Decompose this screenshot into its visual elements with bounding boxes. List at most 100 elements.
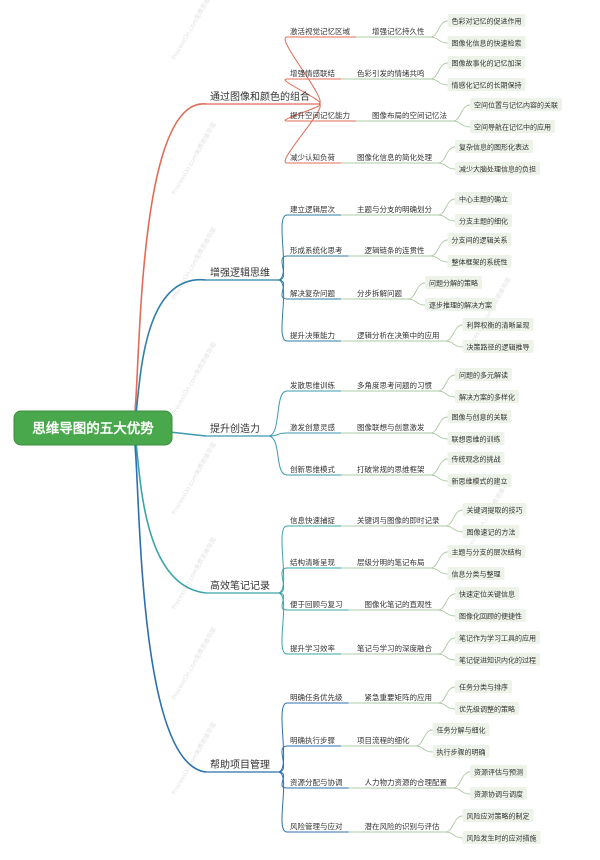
sub-label: 图像化笔记的直观性 [365, 599, 433, 609]
watermark-text: ProcessOn.com免费思维导图 [170, 441, 218, 516]
leaf-connector [437, 146, 456, 164]
leaf-connector [452, 120, 471, 128]
leaf-pill [455, 587, 519, 600]
child-label: 风险管理与应对 [290, 821, 343, 831]
child-connector [277, 702, 288, 773]
child-label: 创新思维模式 [290, 464, 335, 474]
branch-label: 增强逻辑思维 [210, 266, 270, 279]
leaf-connector [430, 567, 448, 575]
leaf-connector [430, 458, 448, 476]
watermark-text: ProcessOn.com免费思维导图 [170, 121, 218, 196]
leaf-label: 减少大脑处理信息的负担 [459, 165, 536, 174]
root-node [13, 410, 173, 446]
leaf-connector [437, 702, 456, 710]
leaf-label: 利弊权衡的清晰呈现 [467, 321, 530, 330]
leaf-label: 资源评估与预测 [474, 768, 523, 777]
leaf-connector [430, 416, 448, 434]
child-label: 激活视觉记忆区域 [290, 26, 350, 36]
leaf-label: 信息分类与整理 [452, 570, 501, 579]
child-connector [277, 771, 288, 833]
leaf-connector [437, 214, 456, 222]
leaf-pill [432, 723, 490, 736]
child-connector [277, 771, 288, 789]
leaf-pill [447, 78, 526, 91]
child-connector [284, 78, 321, 105]
leaf-connector [445, 509, 463, 527]
leaf-connector [437, 609, 456, 617]
sub-label: 人力物力资源的合理配置 [365, 777, 448, 787]
leaf-connector [430, 432, 448, 440]
leaf-connector [445, 340, 463, 348]
leaf-label: 问题分解的策略 [429, 279, 478, 288]
child-label: 明确任务优先级 [290, 692, 343, 702]
leaf-pill [462, 809, 534, 822]
sub-label: 关键词与图像的即时记录 [357, 515, 440, 525]
watermark-text: ProcessOn.com免费思维导图 [170, 721, 218, 796]
sub-label: 分步拆解问题 [357, 288, 402, 298]
leaf-label: 任务分解与细化 [437, 726, 486, 735]
leaf-label: 主题与分支的层次结构 [452, 548, 522, 557]
sub-label: 多角度思考问题的习惯 [357, 380, 432, 390]
leaf-connector [452, 787, 471, 795]
leaf-connector [437, 593, 456, 611]
branch-label: 高效笔记记录 [210, 579, 270, 592]
child-connector [277, 592, 288, 611]
leaf-label: 图像化信息的快速检索 [452, 39, 522, 48]
leaf-pill [447, 14, 526, 27]
child-connector [284, 36, 321, 105]
child-label: 提升决策能力 [290, 330, 335, 340]
node-layer: 思维导图的五大优势通过图像和颜色的组合激活视觉记忆区域增强记忆持久性色彩对记忆的… [13, 14, 562, 844]
leaf-label: 任务分类与排序 [459, 683, 508, 692]
leaf-label: 问题的多元解读 [459, 371, 508, 380]
child-connector [267, 435, 288, 476]
child-label: 明确执行步骤 [290, 735, 335, 745]
leaf-pill [447, 255, 512, 268]
leaf-label: 优先级调整的策略 [459, 705, 515, 714]
leaf-label: 中心主题的确立 [459, 195, 508, 204]
child-label: 解决复杂问题 [290, 288, 335, 298]
leaf-pill [447, 452, 505, 465]
watermark-text: ProcessOn.com免费思维导图 [170, 0, 218, 61]
leaf-pill [462, 318, 534, 331]
leaf-connector [415, 729, 433, 747]
child-label: 资源分配与协调 [290, 777, 343, 787]
leaf-pill [455, 214, 512, 227]
leaf-pill [470, 787, 527, 800]
leaf-pill [455, 609, 526, 622]
leaf-pill [447, 545, 526, 558]
leaf-label: 笔记促进知识内化的过程 [459, 656, 536, 665]
child-label: 提升学习效率 [290, 643, 335, 653]
leaf-connector [430, 255, 448, 263]
leaf-pill [455, 192, 512, 205]
leaf-connector [452, 771, 471, 789]
leaf-label: 笔记作为学习工具的应用 [459, 634, 536, 643]
leaf-connector [430, 62, 448, 80]
leaf-connector [415, 745, 433, 753]
child-label: 增强情感联结 [290, 68, 335, 78]
sub-label: 图像联想与创意激发 [357, 422, 425, 432]
leaf-connector [430, 36, 448, 44]
leaf-label: 逐步推理的解决方案 [429, 301, 492, 310]
child-label: 减少认知负荷 [290, 152, 335, 162]
sub-label: 增强记忆持久性 [372, 26, 425, 36]
leaf-connector [430, 474, 448, 482]
leaf-pill [432, 745, 490, 758]
child-label: 便于回顾与复习 [290, 599, 343, 609]
child-label: 形成系统化思考 [290, 245, 343, 255]
leaf-label: 分支间的逻辑关系 [452, 236, 508, 245]
leaf-connector [445, 831, 463, 839]
sub-label: 色彩引发的情绪共鸣 [357, 68, 425, 78]
leaf-connector [445, 525, 463, 533]
leaf-label: 色彩对记忆的促进作用 [452, 17, 522, 26]
leaf-connector [437, 390, 456, 398]
leaf-label: 空间位置与记忆内容的关联 [474, 101, 558, 110]
sub-label: 逻辑分析在决策中的应用 [357, 330, 440, 340]
child-connector [277, 567, 288, 594]
leaf-label: 复杂信息的图形化表达 [459, 143, 529, 152]
leaf-pill [447, 567, 505, 580]
leaf-connector [452, 104, 471, 122]
leaf-label: 传统观念的挑战 [452, 455, 501, 464]
sub-label: 图像化信息的简化处理 [357, 152, 432, 162]
sub-label: 图像布局的空间记忆法 [372, 110, 447, 120]
